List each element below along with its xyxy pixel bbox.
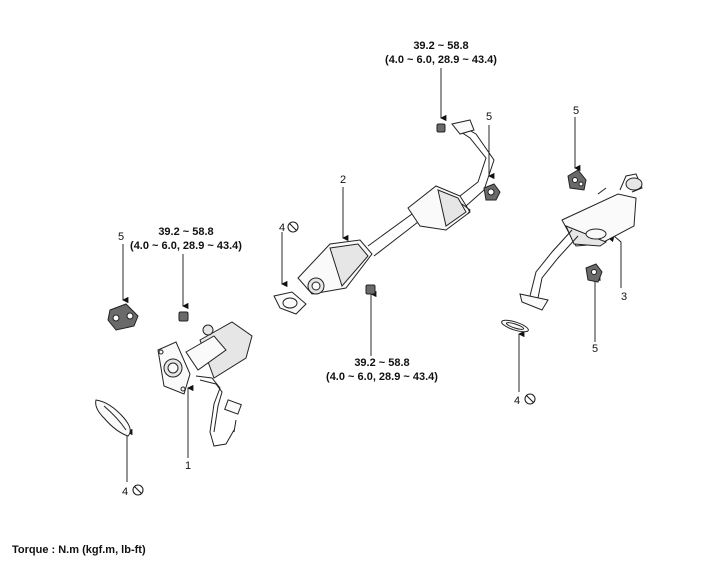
callout-1: 1 (185, 460, 191, 472)
callout-5-top: 5 (486, 111, 492, 123)
callout-5-left: 5 (118, 231, 124, 243)
front-converter-part-1 (157, 321, 253, 447)
hanger-right-top (567, 169, 587, 191)
catalytic-converter-part-2 (297, 119, 495, 295)
torque-spec-middle-kgf: (4.0 ~ 6.0, 28.9 ~ 43.4) (326, 371, 438, 383)
prohibited-circle-icon (287, 221, 299, 233)
torque-spec-middle-nm: 39.2 ~ 58.8 (354, 357, 409, 369)
gasket-right (501, 319, 529, 333)
torque-spec-top-kgf: (4.0 ~ 6.0, 28.9 ~ 43.4) (385, 54, 497, 66)
nut-left (178, 311, 189, 322)
hanger-right-bottom (585, 263, 603, 283)
hanger-top (483, 183, 501, 201)
torque-spec-left-kgf: (4.0 ~ 6.0, 28.9 ~ 43.4) (130, 240, 242, 252)
callout-4-right: 4 (514, 395, 520, 407)
torque-unit-footnote: Torque : N.m (kgf.m, lb-ft) (12, 544, 146, 556)
callout-2: 2 (340, 174, 346, 186)
hanger-left (107, 303, 139, 331)
main-muffler-part-3 (519, 173, 643, 311)
prohibited-circle-icon (132, 484, 144, 496)
nut-top (436, 123, 446, 133)
torque-spec-top-nm: 39.2 ~ 58.8 (413, 40, 468, 52)
leader-3 (608, 235, 622, 288)
torque-spec-left-nm: 39.2 ~ 58.8 (158, 226, 213, 238)
callout-4-left: 4 (122, 486, 128, 498)
gasket-left (95, 399, 131, 437)
prohibited-circle-icon (524, 393, 536, 405)
gasket-mid (273, 291, 307, 315)
callout-3: 3 (621, 291, 627, 303)
callout-4-mid: 4 (279, 222, 285, 234)
callout-5-right-top: 5 (573, 105, 579, 117)
nut-middle (365, 284, 376, 295)
callout-5-right-bottom: 5 (592, 343, 598, 355)
